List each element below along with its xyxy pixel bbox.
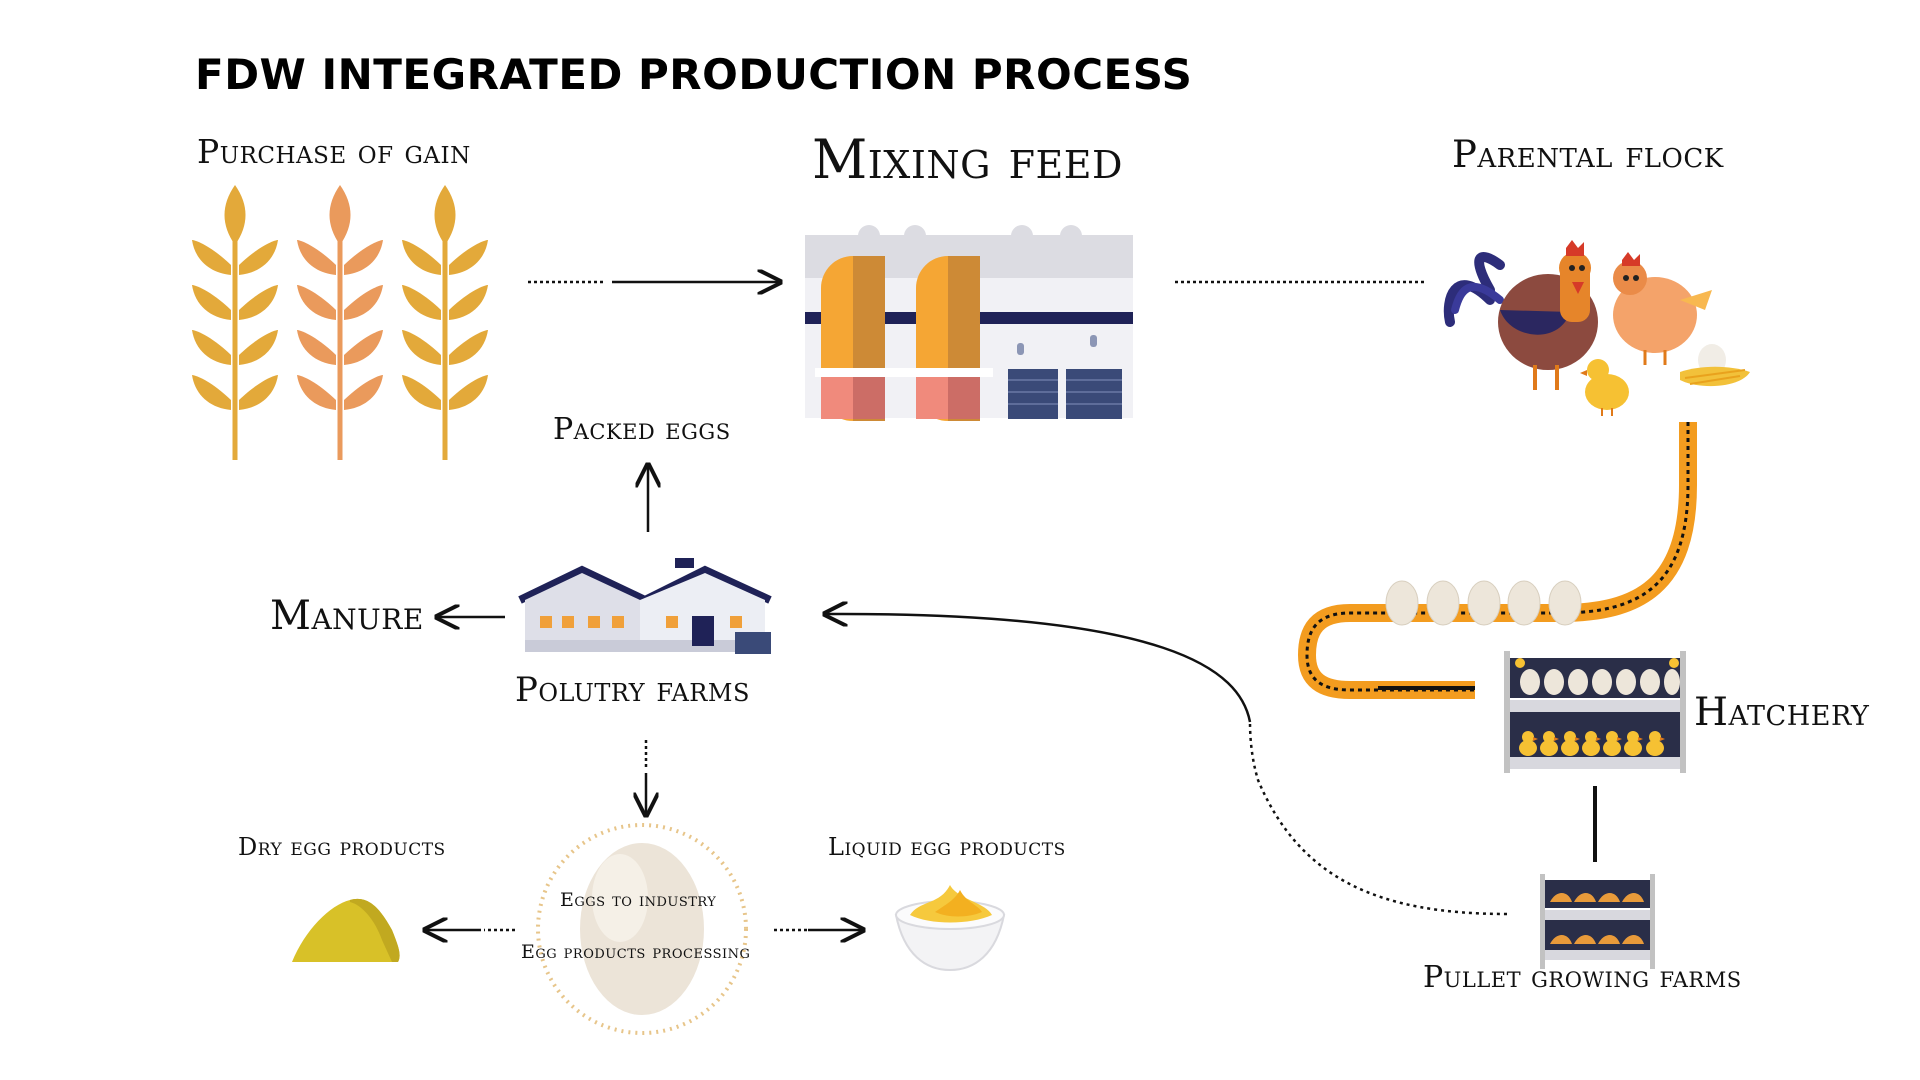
hatchery-rack-icon: [1504, 651, 1686, 773]
label-mixing-feed: Mixing feed: [812, 128, 1123, 191]
label-parental-flock: Parental flock: [1452, 133, 1724, 176]
label-polutry-farms: Polutry farms: [515, 670, 750, 710]
wheat-icon: [192, 185, 488, 460]
liquid-bowl-icon: [894, 885, 1006, 972]
powder-pile-icon: [292, 898, 400, 962]
arrow-pullet-to-farms: [825, 614, 1252, 723]
chicken-family-icon: [1443, 240, 1750, 416]
conveyor-icon: [1297, 422, 1697, 699]
page-title: FDW INTEGRATED PRODUCTION PROCESS: [195, 50, 1193, 99]
label-eggs-to-industry: Eggs to industry: [560, 889, 717, 911]
label-purchase-of-gain: Purchase of gain: [197, 132, 471, 171]
label-hatchery: Hatchery: [1694, 690, 1870, 735]
feed-mill-icon: [805, 225, 1133, 421]
label-liquid-egg-products: Liquid egg products: [828, 833, 1066, 861]
pullet-rack-icon: [1540, 874, 1655, 969]
label-packed-eggs: Packed eggs: [553, 412, 731, 447]
egg-icon: [536, 823, 748, 1035]
label-pullet-growing-farms: Pullet growing farms: [1423, 960, 1742, 995]
label-manure: Manure: [270, 593, 424, 639]
label-egg-products-processing: Egg products processing: [521, 941, 751, 963]
connector-pullet-dotted: [1248, 721, 1508, 916]
poultry-farm-icon: [518, 558, 772, 654]
label-dry-egg-products: Dry egg products: [238, 833, 446, 861]
